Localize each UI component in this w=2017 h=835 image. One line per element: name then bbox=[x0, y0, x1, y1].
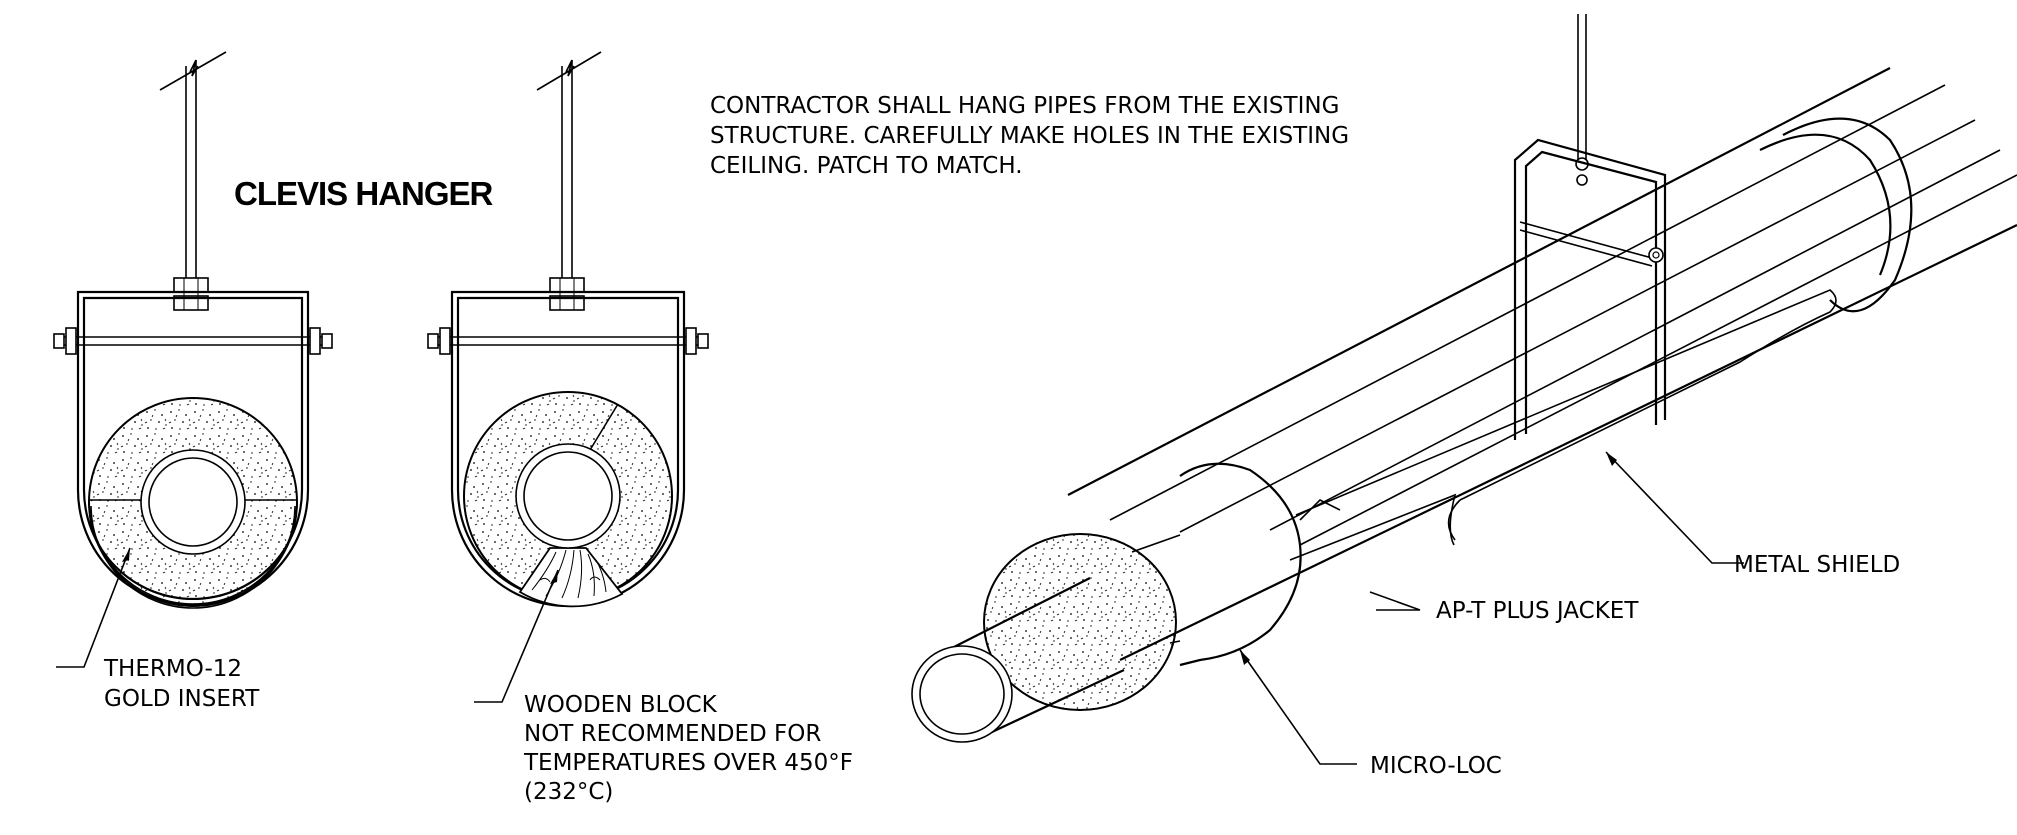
thermo-label-line2: GOLD INSERT bbox=[104, 686, 260, 712]
wood-label-line3: TEMPERATURES OVER 450°F bbox=[523, 750, 853, 776]
clevis-frame bbox=[76, 290, 310, 342]
diagram-title: CLEVIS HANGER bbox=[234, 175, 494, 212]
callout-metal-shield: METAL SHIELD bbox=[1605, 451, 1900, 578]
hex-nut bbox=[173, 277, 209, 293]
jacket-outline-bottom bbox=[1119, 224, 2017, 661]
note-line-3: CEILING. PATCH TO MATCH. bbox=[710, 153, 1023, 179]
callout-thermo: THERMO-12 GOLD INSERT bbox=[56, 547, 260, 712]
ceiling-break-line bbox=[159, 51, 227, 91]
wood-label-line1: WOODEN BLOCK bbox=[524, 692, 718, 718]
wood-label-line2: NOT RECOMMENDED FOR bbox=[524, 721, 821, 747]
callout-micro-loc: MICRO-LOC bbox=[1239, 649, 1502, 779]
clevis-frame bbox=[450, 290, 686, 342]
metal-band bbox=[1782, 117, 1913, 313]
wood-label-line4: (232°C) bbox=[524, 779, 613, 805]
pipe-bottom bbox=[974, 669, 1125, 741]
metal-shield-label: METAL SHIELD bbox=[1734, 552, 1900, 578]
note-line-1: CONTRACTOR SHALL HANG PIPES FROM THE EXI… bbox=[710, 93, 1339, 119]
clevis-frame-iso bbox=[1513, 138, 1667, 440]
insulation-end-face bbox=[983, 533, 1177, 711]
wooden-block bbox=[518, 547, 624, 608]
contractor-note: CONTRACTOR SHALL HANG PIPES FROM THE EXI… bbox=[710, 93, 1349, 179]
hanger-wooden-block bbox=[427, 51, 709, 608]
metal-shield bbox=[1295, 289, 1837, 516]
isometric-pipe-assembly bbox=[911, 14, 2017, 743]
micro-loc-label: MICRO-LOC bbox=[1370, 753, 1502, 779]
jacket-label: AP-T PLUS JACKET bbox=[1436, 598, 1639, 624]
ceiling-break-line bbox=[536, 51, 602, 91]
pipe-top bbox=[951, 577, 1091, 649]
jacket-outline-top bbox=[1067, 67, 1891, 496]
thermo-label-line1: THERMO-12 bbox=[103, 656, 242, 682]
hanger-thermo-insert bbox=[53, 51, 333, 609]
hex-nut bbox=[549, 277, 585, 293]
callout-jacket: AP-T PLUS JACKET bbox=[1369, 591, 1639, 624]
callout-wood: WOODEN BLOCK NOT RECOMMENDED FOR TEMPERA… bbox=[474, 569, 853, 805]
note-line-2: STRUCTURE. CAREFULLY MAKE HOLES IN THE E… bbox=[710, 123, 1349, 149]
micro-loc bbox=[1179, 462, 1302, 667]
